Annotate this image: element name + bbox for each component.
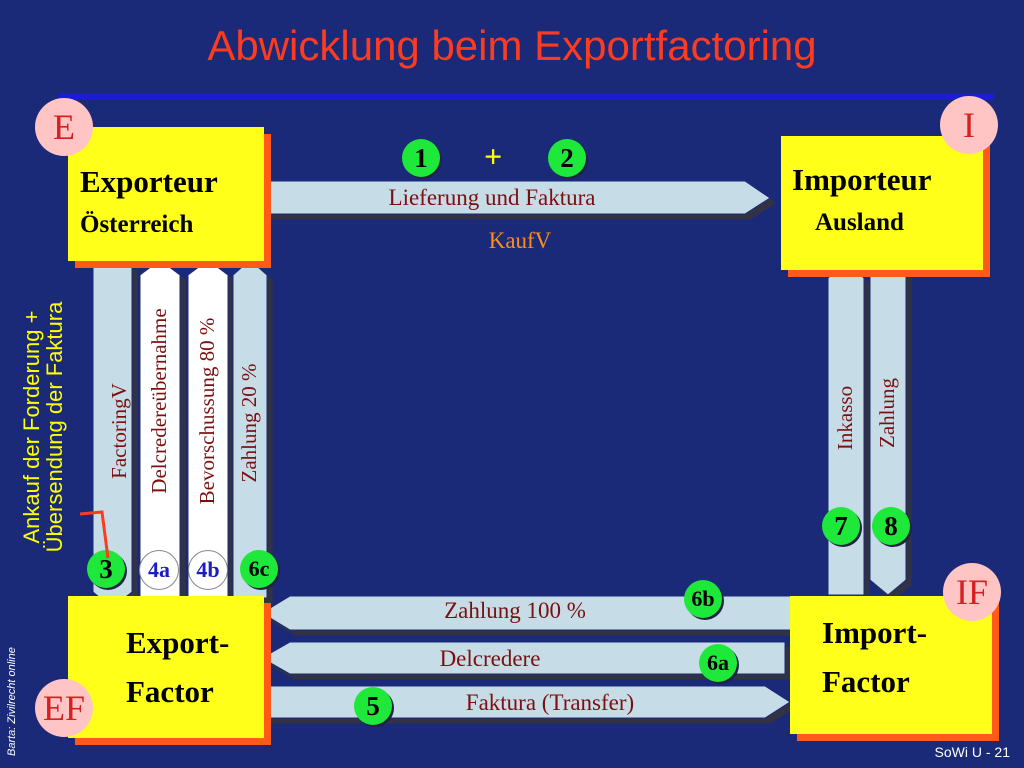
arrow-delcredereuebernahme — [139, 259, 181, 599]
arrow-delcredere — [260, 641, 786, 675]
delcredere-label: Delcredere — [439, 646, 541, 671]
exporteur-label: Exporteur — [80, 164, 218, 199]
badge-ef: EF — [35, 679, 93, 737]
step-8-badge: 8 — [872, 507, 910, 545]
title-divider — [60, 93, 994, 100]
arrow-bevorschussung — [187, 259, 229, 599]
side-annotation-line2: Übersendung der Faktura — [42, 301, 68, 553]
importeur-country: Ausland — [815, 209, 904, 236]
badge-if: IF — [943, 563, 1001, 621]
step-4b-badge: 4b — [188, 550, 228, 590]
step-6a-badge: 6a — [699, 644, 737, 682]
step-5-badge: 5 — [354, 687, 392, 725]
export-factor-box — [68, 596, 264, 738]
step-1-badge: 1 — [402, 139, 440, 177]
side-annotation: Ankauf der Forderung + Übersendung der F… — [19, 277, 70, 577]
plus-sign: + — [484, 138, 503, 174]
exporteur-country: Österreich — [80, 211, 194, 238]
side-annotation-line1: Ankauf der Forderung + — [19, 310, 44, 544]
exporteur-box — [68, 127, 264, 261]
zahlung20-label: Zahlung 20 % — [237, 363, 261, 483]
badge-e: E — [35, 98, 93, 156]
credit-text: Barta: Zivilrecht online — [6, 647, 18, 756]
import-factor-box — [790, 596, 992, 734]
lieferung-label: Lieferung und Faktura — [388, 185, 596, 210]
delcredereuebernahme-label: Delcredereübernahme — [147, 308, 171, 494]
step-3-badge: 3 — [87, 550, 125, 588]
badge-i: I — [940, 96, 998, 154]
step-4a-badge: 4a — [139, 550, 179, 590]
zahlung-label: Zahlung — [875, 378, 899, 448]
step-2-badge: 2 — [548, 139, 586, 177]
import-factor-label-1: Import- — [822, 615, 928, 650]
step-7-badge: 7 — [822, 507, 860, 545]
page-title: Abwicklung beim Exportfactoring — [207, 22, 817, 69]
side-pointer — [79, 510, 110, 559]
step-6c-badge: 6c — [240, 550, 278, 588]
step-6b-badge: 6b — [684, 580, 722, 618]
arrow-zahlung20 — [232, 259, 268, 599]
factoringv-label: FactoringV — [107, 383, 131, 479]
importeur-box — [781, 136, 983, 270]
faktura-transfer-label: Faktura (Transfer) — [465, 690, 635, 715]
kaufv-label: KaufV — [488, 228, 552, 253]
zahlung100-label: Zahlung 100 % — [444, 598, 586, 623]
import-factor-label-2: Factor — [822, 664, 910, 699]
export-factor-label-2: Factor — [126, 674, 214, 709]
export-factor-label-1: Export- — [126, 625, 230, 660]
bevorschussung-label: Bevorschussung 80 % — [195, 317, 219, 505]
importeur-label: Importeur — [792, 162, 932, 197]
footer-page: SoWi U - 21 — [934, 744, 1010, 760]
inkasso-label: Inkasso — [833, 385, 857, 451]
